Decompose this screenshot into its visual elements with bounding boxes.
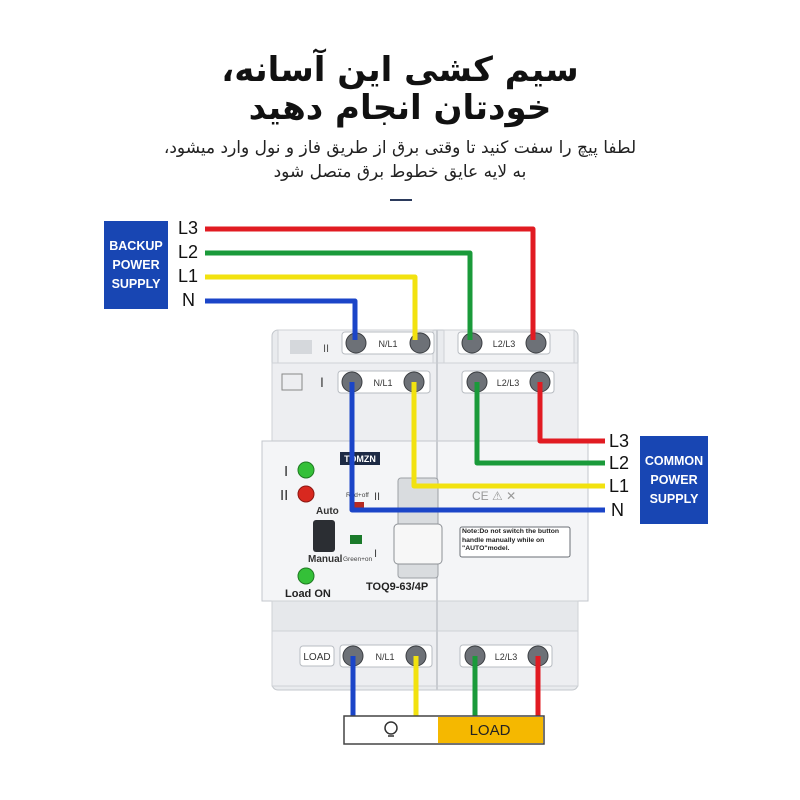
load-bar-label: LOAD: [470, 722, 511, 739]
subtitle-line-2: به لایه عایق خطوط برق متصل شود: [273, 162, 527, 182]
wire-label-right-l1: L1: [609, 476, 630, 496]
wire-l1-common: [411, 382, 605, 489]
backup-supply-line-1: BACKUP: [109, 238, 163, 253]
tower-icon: [281, 373, 303, 391]
green-on-label: Green+on: [343, 556, 372, 563]
subtitle-line-1: لطفا پیچ را سفت کنید تا وقتی برق از طریق…: [163, 138, 637, 158]
manual-label: Manual: [308, 554, 343, 565]
load-bar: LOAD: [343, 715, 545, 745]
red-off-label: Red+off: [346, 492, 369, 499]
ce-mark-icon: CE ⚠ ✕: [472, 489, 516, 503]
common-supply-line-2: POWER: [650, 472, 698, 487]
wire-l2-common: [474, 382, 605, 466]
wire-label-right-l3: L3: [609, 431, 630, 451]
wire-label-left-l1: L1: [178, 266, 199, 286]
page-title-line-1: سیم کشی این آسانه،: [221, 50, 579, 90]
wire-label-left-n: N: [182, 290, 195, 310]
mid-roman-label: I: [320, 374, 324, 390]
auto-label: Auto: [316, 506, 339, 517]
light-bulb-icon: [384, 721, 398, 735]
led-load-on: [297, 567, 315, 585]
term-nl-second: N/L1: [373, 378, 392, 388]
term-l2l3-bottom: L2/L3: [495, 652, 518, 662]
indicator-green: [350, 535, 362, 544]
term-nl-bottom: N/L1: [375, 652, 394, 662]
wire-l1-backup: [205, 274, 418, 340]
wire-l3-backup: [205, 226, 536, 340]
backup-supply-box: BACKUP POWER SUPPLY: [104, 221, 168, 309]
pos-label-2: II: [374, 491, 380, 503]
terminal-row-bottom: LOAD N/L1 L2/L3: [299, 644, 553, 668]
led-green-1: [297, 461, 315, 479]
common-supply-box: COMMON POWER SUPPLY: [640, 436, 708, 524]
wire-label-right-n: N: [611, 500, 624, 520]
load-on-label: Load ON: [285, 588, 331, 600]
wire-label-right-l2: L2: [609, 453, 630, 473]
wire-label-left-l2: L2: [178, 242, 199, 262]
common-supply-line-3: SUPPLY: [649, 491, 699, 506]
logo-plate: [290, 340, 312, 354]
wire-n-backup: [205, 298, 358, 340]
backup-supply-line-2: POWER: [112, 257, 160, 272]
term-nl-top: N/L1: [378, 339, 397, 349]
wire-l2-backup: [205, 250, 473, 340]
term-l2l3-top: L2/L3: [493, 339, 516, 349]
led-label-1: I: [284, 463, 288, 480]
warning-note: Note:Do not switch the button handle man…: [462, 528, 560, 552]
backup-supply-line-3: SUPPLY: [111, 276, 161, 291]
led-label-2: II: [280, 487, 288, 504]
page-title-line-2: خودتان انجام دهید: [248, 88, 552, 128]
wire-label-left-l3: L3: [178, 218, 199, 238]
switch-handle[interactable]: [393, 523, 443, 565]
led-red: [297, 485, 315, 503]
model-label: TOQ9-63/4P: [366, 581, 428, 593]
title-separator: [390, 199, 412, 201]
top-roman-label: II: [323, 343, 329, 355]
indicator-red: [350, 502, 364, 511]
common-supply-line-1: COMMON: [644, 453, 704, 468]
pos-label-1: I: [374, 548, 377, 560]
brand-label: TOMZN: [344, 454, 376, 464]
wires: [205, 226, 605, 716]
wire-n-common: [349, 382, 605, 513]
term-load-label: LOAD: [303, 652, 330, 663]
wire-l3-common: [537, 382, 605, 444]
mode-switch[interactable]: [313, 520, 335, 552]
front-panel: I II Auto Manual Load ON Red+off Green+o…: [280, 461, 571, 600]
term-l2l3-second: L2/L3: [497, 378, 520, 388]
